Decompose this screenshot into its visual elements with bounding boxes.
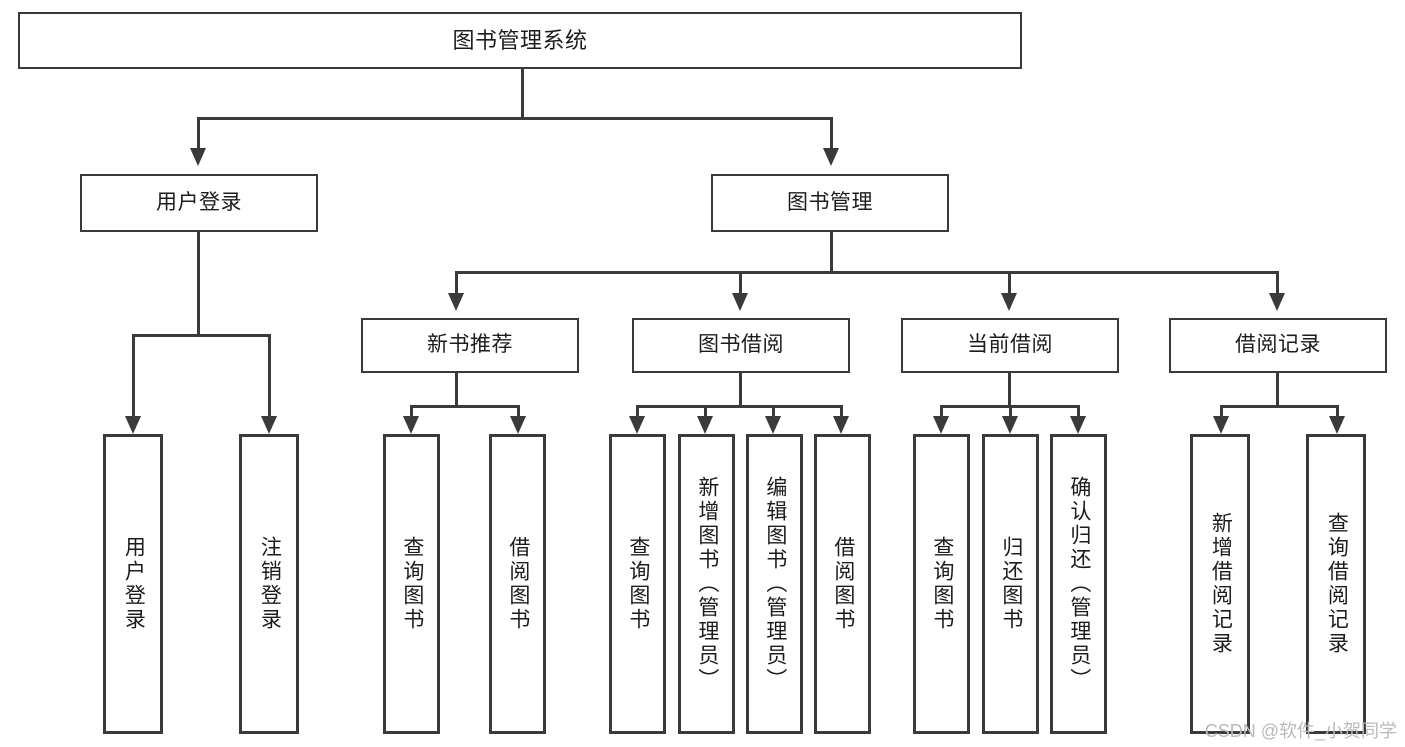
leaf-user-login-login[interactable]: 用户登录: [103, 434, 163, 734]
node-label: 借阅图书: [506, 536, 530, 632]
arrow-bm-to-new-book: [448, 293, 464, 311]
arrow-nbr-to-leaf-1: [403, 416, 419, 434]
node-book-borrow[interactable]: 图书借阅: [632, 318, 850, 373]
node-user-login[interactable]: 用户登录: [80, 174, 318, 232]
node-label: 查询图书: [930, 536, 954, 632]
connector-cb-to-leaf-1: [940, 405, 943, 419]
connector-bm-to-new-book: [455, 271, 458, 296]
connector-user-login-to-leaf-2: [268, 334, 271, 418]
node-label: 查询图书: [400, 536, 424, 632]
connector-bb-to-leaf-2: [704, 405, 707, 419]
connector-bm-to-book-borrow: [739, 271, 742, 296]
connector-root-bar: [197, 117, 833, 120]
node-label: 编辑图书（管理员）: [763, 476, 787, 692]
connector-nbr-bar: [410, 405, 519, 408]
arrow-bb-to-leaf-2: [697, 416, 713, 434]
connector-bm-to-borrow-record: [1276, 271, 1279, 296]
connector-root-to-book-management: [830, 117, 833, 152]
connector-user-login-trunk: [197, 232, 200, 336]
connector-user-login-to-leaf-1: [132, 334, 135, 418]
node-label: 当前借阅: [967, 333, 1053, 357]
arrow-bm-to-book-borrow: [732, 293, 748, 311]
connector-cb-to-leaf-3: [1077, 405, 1080, 419]
node-label: 归还图书: [999, 536, 1023, 632]
node-label: 注销登录: [258, 536, 282, 632]
connector-br-to-leaf-2: [1336, 405, 1339, 419]
connector-nbr-to-leaf-1: [410, 405, 413, 419]
node-book-management[interactable]: 图书管理: [711, 174, 949, 232]
arrow-nbr-to-leaf-2: [510, 416, 526, 434]
node-root-book-management-system[interactable]: 图书管理系统: [18, 12, 1022, 69]
connector-user-login-bar: [132, 334, 271, 337]
connector-bb-to-leaf-4: [840, 405, 843, 419]
node-label: 图书管理系统: [452, 27, 588, 53]
node-label: 新书推荐: [427, 333, 513, 357]
arrow-br-to-leaf-1: [1213, 416, 1229, 434]
leaf-bb-edit-book-admin[interactable]: 编辑图书（管理员）: [746, 434, 803, 734]
connector-br-trunk: [1276, 373, 1279, 407]
connector-book-management-trunk: [830, 232, 833, 273]
arrow-bm-to-current-borrow: [1001, 293, 1017, 311]
leaf-nbr-borrow-book[interactable]: 借阅图书: [489, 434, 546, 734]
leaf-cb-query-book[interactable]: 查询图书: [913, 434, 970, 734]
leaf-cb-confirm-return-admin[interactable]: 确认归还（管理员）: [1050, 434, 1107, 734]
connector-root-to-user-login: [197, 117, 200, 152]
arrow-cb-to-leaf-1: [933, 416, 949, 434]
connector-nbr-to-leaf-2: [517, 405, 520, 419]
leaf-nbr-query-book[interactable]: 查询图书: [383, 434, 440, 734]
arrow-user-login-to-leaf-1: [125, 416, 141, 434]
node-new-book-recommend[interactable]: 新书推荐: [361, 318, 579, 373]
node-label: 新增图书（管理员）: [695, 476, 719, 692]
connector-bm-to-current-borrow: [1008, 271, 1011, 296]
arrow-bb-to-leaf-3: [765, 416, 781, 434]
leaf-cb-return-book[interactable]: 归还图书: [982, 434, 1039, 734]
leaf-br-query-record[interactable]: 查询借阅记录: [1306, 434, 1366, 734]
node-label: 用户登录: [156, 190, 242, 214]
connector-book-management-bar: [455, 271, 1279, 274]
leaf-user-login-logout[interactable]: 注销登录: [239, 434, 299, 734]
node-label: 新增借阅记录: [1209, 512, 1233, 656]
leaf-bb-query-book[interactable]: 查询图书: [609, 434, 666, 734]
leaf-bb-borrow-book[interactable]: 借阅图书: [814, 434, 871, 734]
connector-br-to-leaf-1: [1220, 405, 1223, 419]
node-label: 用户登录: [122, 536, 146, 632]
node-label: 图书借阅: [698, 333, 784, 357]
node-label: 查询图书: [626, 536, 650, 632]
connector-br-bar: [1220, 405, 1338, 408]
connector-cb-trunk: [1008, 373, 1011, 407]
arrow-user-login-to-leaf-2: [261, 416, 277, 434]
connector-bb-to-leaf-1: [636, 405, 639, 419]
connector-bb-trunk: [739, 373, 742, 407]
connector-cb-to-leaf-2: [1009, 405, 1012, 419]
arrow-bb-to-leaf-4: [833, 416, 849, 434]
node-borrow-record[interactable]: 借阅记录: [1169, 318, 1387, 373]
arrow-cb-to-leaf-2: [1002, 416, 1018, 434]
arrow-root-to-user-login: [190, 148, 206, 166]
node-label: 确认归还（管理员）: [1067, 476, 1091, 692]
arrow-bm-to-borrow-record: [1269, 293, 1285, 311]
connector-nbr-trunk: [455, 373, 458, 407]
leaf-br-add-record[interactable]: 新增借阅记录: [1190, 434, 1250, 734]
arrow-br-to-leaf-2: [1329, 416, 1345, 434]
leaf-bb-add-book-admin[interactable]: 新增图书（管理员）: [678, 434, 735, 734]
node-current-borrow[interactable]: 当前借阅: [901, 318, 1119, 373]
connector-root-trunk: [521, 69, 524, 119]
arrow-bb-to-leaf-1: [629, 416, 645, 434]
node-label: 图书管理: [787, 190, 873, 214]
connector-bb-to-leaf-3: [772, 405, 775, 419]
connector-bb-bar: [636, 405, 843, 408]
node-label: 借阅记录: [1235, 333, 1321, 357]
node-label: 查询借阅记录: [1325, 512, 1349, 656]
arrow-cb-to-leaf-3: [1070, 416, 1086, 434]
arrow-root-to-book-management: [823, 148, 839, 166]
node-label: 借阅图书: [831, 536, 855, 632]
